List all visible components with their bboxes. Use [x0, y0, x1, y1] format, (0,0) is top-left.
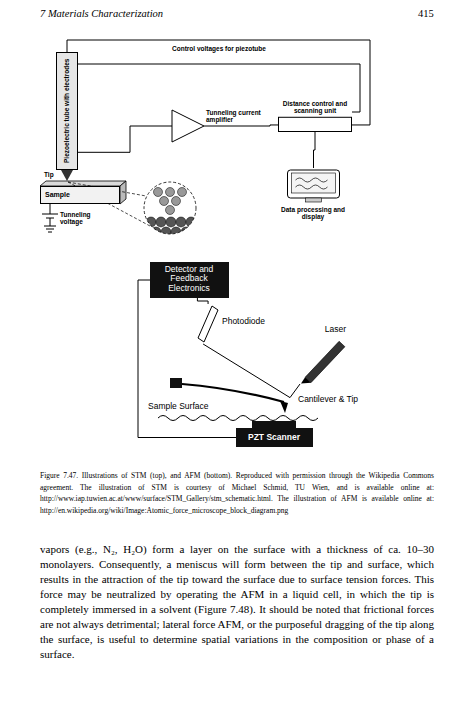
- control-box: [279, 117, 352, 131]
- part-label: Tunneling voltage: [60, 211, 102, 225]
- stm-tip: [61, 170, 73, 181]
- connector: [138, 280, 236, 438]
- monitor-stand: [306, 198, 322, 202]
- node-text: Piezoelectric tube with electrodes: [63, 56, 70, 166]
- monitor-screen: [292, 173, 336, 193]
- monitor-frame: [288, 170, 340, 198]
- laser-nozzle: [301, 377, 311, 383]
- screen-trace: [296, 185, 328, 189]
- connector: [197, 298, 208, 304]
- connector: [314, 132, 316, 168]
- sample-side-face: [120, 181, 126, 204]
- wire: [204, 126, 263, 127]
- piezo-tube: Piezoelectric tube with electrodes: [56, 52, 78, 170]
- body-text: vapors (e.g., N₂, H₂O) form a layer on t…: [40, 542, 434, 662]
- node-text: Detector and Feedback Electronics: [158, 265, 220, 293]
- node-text: PZT Scanner: [248, 432, 301, 442]
- connector-label: Control voltages for piezotube: [170, 45, 268, 52]
- node-text: Data processing and display: [276, 206, 350, 220]
- sample-surface: [158, 416, 318, 421]
- connector: [78, 126, 172, 152]
- node-text: Laser: [300, 324, 346, 334]
- running-header: 7 Materials Characterization: [40, 8, 163, 19]
- connector: [263, 125, 278, 126]
- detector-box: Detector and Feedback Electronics: [150, 262, 229, 298]
- laser-body: [305, 341, 345, 382]
- cantilever-label-box: Cantilever & Tip: [290, 394, 359, 406]
- photodiode-body: [198, 306, 218, 342]
- amplifier-triangle: [172, 110, 204, 142]
- node-text: Distance control and scanning unit: [278, 100, 352, 114]
- afm-tip: [280, 401, 288, 413]
- connector: [67, 40, 370, 125]
- node-text: Cantilever & Tip: [298, 394, 359, 404]
- amplifier-symbol: Tunneling current amplifier: [172, 108, 263, 144]
- node-text: Photodiode: [222, 316, 267, 326]
- page-number: 415: [418, 8, 434, 19]
- connector: [203, 344, 290, 398]
- display-monitor: Data processing and display: [276, 168, 351, 222]
- cantilever: [182, 384, 284, 402]
- figure-caption: Figure 7.47. Illustrations of STM (top),…: [40, 470, 434, 516]
- sample-block: Sample: [40, 186, 120, 204]
- scanner-box: PZT Scanner: [236, 428, 313, 447]
- scanner-stage: [252, 421, 296, 428]
- voltage-source-symbol: [42, 204, 58, 232]
- control-unit-box: Distance control and scanning unit: [278, 100, 352, 132]
- photodiode: Photodiode: [196, 304, 267, 344]
- laser: Laser: [300, 324, 346, 384]
- screen-trace: [296, 178, 328, 182]
- node-text: Sample: [45, 187, 115, 203]
- cantilever-base: [170, 378, 182, 388]
- part-label: Tip: [44, 171, 54, 178]
- node-text: Tunneling current amplifier: [206, 108, 262, 123]
- part-label: Sample Surface: [148, 401, 208, 411]
